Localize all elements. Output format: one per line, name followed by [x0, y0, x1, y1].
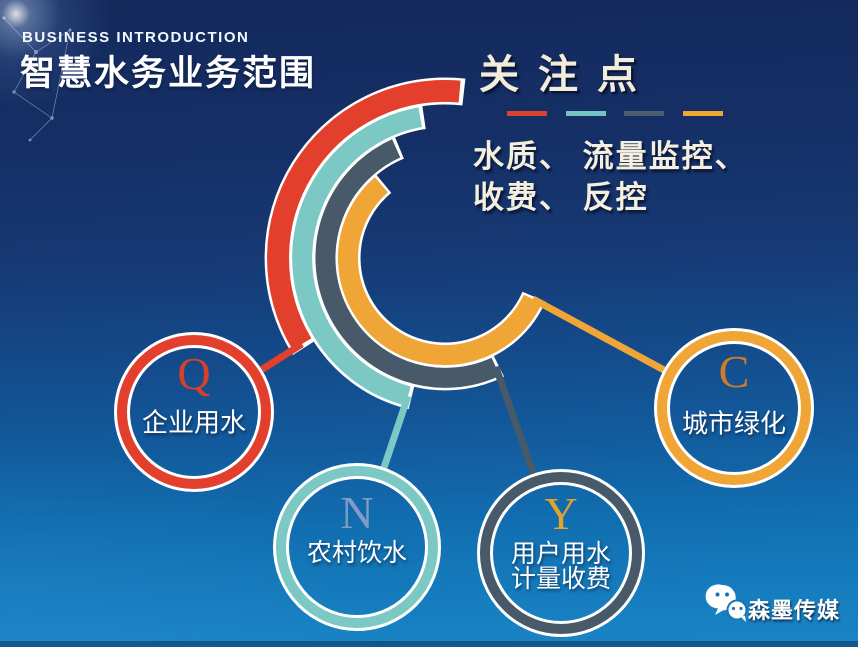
focus-body-text: 水质、 流量监控、 收费、 反控 — [473, 136, 748, 218]
ring-orange — [657, 331, 811, 485]
arc-dark — [315, 139, 500, 388]
ring-teal — [276, 466, 438, 628]
corner-particles — [2, 16, 72, 142]
connector-red — [260, 341, 304, 373]
brand-text: 森墨传媒 — [748, 598, 841, 623]
focus-body-line1: 水质、 流量监控、 — [473, 139, 748, 174]
focus-heading: 关注点 — [479, 52, 656, 97]
connector-teal — [380, 394, 412, 469]
node-letter-q: Q — [177, 348, 210, 399]
legend-dash-dark — [624, 111, 664, 116]
connector-orange — [531, 295, 666, 374]
node-letter-n: N — [340, 487, 373, 538]
arc-red — [267, 80, 461, 350]
legend-dash-red — [507, 111, 547, 116]
legend-dash-teal — [566, 111, 606, 116]
node-label-city: 城市绿化 — [681, 408, 787, 439]
arc-orange — [337, 177, 542, 366]
legend-dashes — [507, 111, 723, 116]
wechat-icon — [705, 584, 748, 622]
eyebrow-label: BUSINESS INTRODUCTION — [22, 29, 250, 46]
ring-red — [117, 335, 271, 489]
bottom-bar — [0, 641, 858, 647]
node-letter-c: C — [719, 346, 750, 397]
node-label-user-line2: 计量收费 — [510, 565, 612, 593]
node-label-rural: 农村饮水 — [306, 539, 408, 567]
arc-teal — [292, 107, 422, 406]
connector-dark — [492, 365, 537, 475]
ring-dark — [480, 472, 642, 634]
focus-body-line2: 收费、 反控 — [473, 180, 649, 215]
page-title: 智慧水务业务范围 — [20, 54, 317, 93]
node-label-user-line1: 用户用水 — [510, 540, 612, 568]
node-letter-y: Y — [544, 488, 577, 539]
legend-dash-orange — [683, 111, 723, 116]
node-label-enterprise: 企业用水 — [141, 407, 247, 438]
